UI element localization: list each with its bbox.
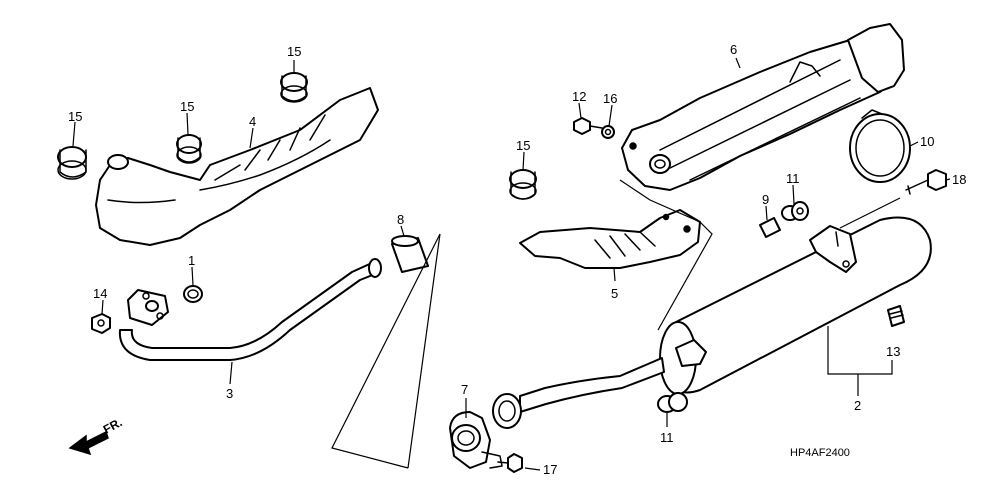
stopper-part <box>887 305 905 327</box>
leader-lines <box>72 57 951 471</box>
callout-labels: 15 15 15 4 8 1 14 3 15 6 16 12 10 18 9 1… <box>68 42 966 477</box>
grommet-part-lower <box>657 392 688 413</box>
grommet-part-upper <box>781 201 809 221</box>
muffler-protector-part <box>621 23 905 191</box>
washer-part <box>601 125 615 139</box>
callout-17: 17 <box>543 462 557 477</box>
callout-11-lower: 11 <box>660 430 674 445</box>
callout-18: 18 <box>952 172 966 187</box>
callout-10: 10 <box>920 134 934 149</box>
gasket-part <box>183 285 203 303</box>
band-part <box>849 109 911 183</box>
callout-15-b: 15 <box>180 99 194 114</box>
callout-9: 9 <box>762 192 769 207</box>
clamp-part-d <box>509 169 537 200</box>
bolt-part-17 <box>497 453 523 473</box>
front-direction-arrow-icon <box>68 430 109 456</box>
muffler-part <box>492 216 932 429</box>
callout-15-c: 15 <box>287 44 301 59</box>
bolt-part-18 <box>905 169 947 195</box>
pipe-protector-part <box>95 87 379 246</box>
callout-3: 3 <box>226 386 233 401</box>
callout-15-d: 15 <box>516 138 530 153</box>
callout-13: 13 <box>886 344 900 359</box>
clamp-part-a <box>57 146 87 180</box>
collar-part-9 <box>759 217 781 238</box>
callout-1: 1 <box>188 253 195 268</box>
diagram-code: HP4AF2400 <box>790 447 850 459</box>
callout-7: 7 <box>461 382 468 397</box>
clamp-part-c <box>280 72 308 103</box>
clamp-part-b <box>176 134 202 164</box>
bolt-part-12 <box>573 117 603 135</box>
callout-6: 6 <box>730 42 737 57</box>
callout-15-a: 15 <box>68 109 82 124</box>
callout-11-upper: 11 <box>786 171 800 186</box>
callout-8: 8 <box>397 212 404 227</box>
front-protector-part <box>519 209 701 269</box>
callout-4: 4 <box>249 114 256 129</box>
callout-12: 12 <box>572 89 586 104</box>
callout-16: 16 <box>603 91 617 106</box>
collar-part <box>391 235 429 273</box>
callout-14: 14 <box>93 286 107 301</box>
callout-2: 2 <box>854 398 861 413</box>
callout-5: 5 <box>611 286 618 301</box>
nut-part <box>91 313 111 334</box>
exhaust-pipe-part <box>118 258 382 361</box>
